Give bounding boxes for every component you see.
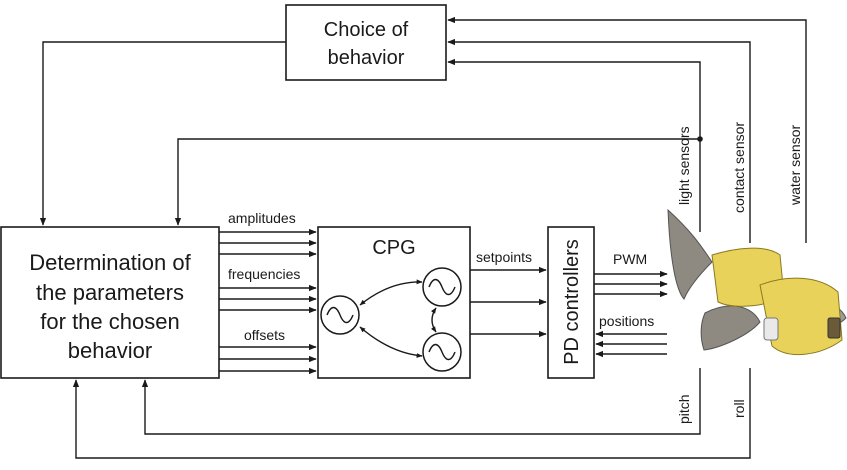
oscillator-2-icon xyxy=(422,267,462,307)
cpg-box: CPG xyxy=(317,226,471,379)
choice-box-line1: Choice of xyxy=(324,19,409,41)
water-sensor-label: water sensor xyxy=(787,125,803,206)
contact-sensor-label: contact sensor xyxy=(731,122,747,213)
determination-line-2: the parameters xyxy=(36,280,184,305)
choice-of-behavior-box: Choice of behavior xyxy=(285,4,447,81)
cpg-label: CPG xyxy=(372,237,415,259)
amplitudes-label: amplitudes xyxy=(228,210,296,226)
choice-box-line2: behavior xyxy=(328,47,405,69)
determination-line-3: for the chosen xyxy=(40,309,179,334)
roll-label: roll xyxy=(731,399,747,418)
robot-fish-icon xyxy=(667,208,847,356)
light-sensors-label: light sensors xyxy=(676,126,692,205)
pwm-arrows xyxy=(594,270,668,298)
setpoints-label: setpoints xyxy=(476,249,532,265)
positions-label: positions xyxy=(599,313,654,329)
determination-box: Determination of the parameters for the … xyxy=(0,226,220,379)
setpoint-arrows xyxy=(470,266,547,338)
sensor-feedback-lines xyxy=(39,16,807,459)
determination-line-1: Determination of xyxy=(29,250,191,275)
parameter-arrows xyxy=(219,228,317,375)
coupling-arrow-1-2 xyxy=(359,279,423,306)
coupling-arrow-2-3 xyxy=(431,307,437,333)
pitch-label: pitch xyxy=(676,394,692,424)
determination-line-4: behavior xyxy=(68,338,152,363)
frequencies-label: frequencies xyxy=(228,266,300,282)
pd-controllers-label: PD controllers xyxy=(561,239,583,365)
offsets-label: offsets xyxy=(244,327,285,343)
oscillator-3-icon xyxy=(422,332,462,372)
oscillator-1-icon xyxy=(320,295,360,335)
positions-arrows xyxy=(595,330,667,358)
pwm-label: PWM xyxy=(613,251,647,267)
coupling-arrow-1-3 xyxy=(359,326,423,358)
pd-controllers-box: PD controllers xyxy=(547,226,595,379)
